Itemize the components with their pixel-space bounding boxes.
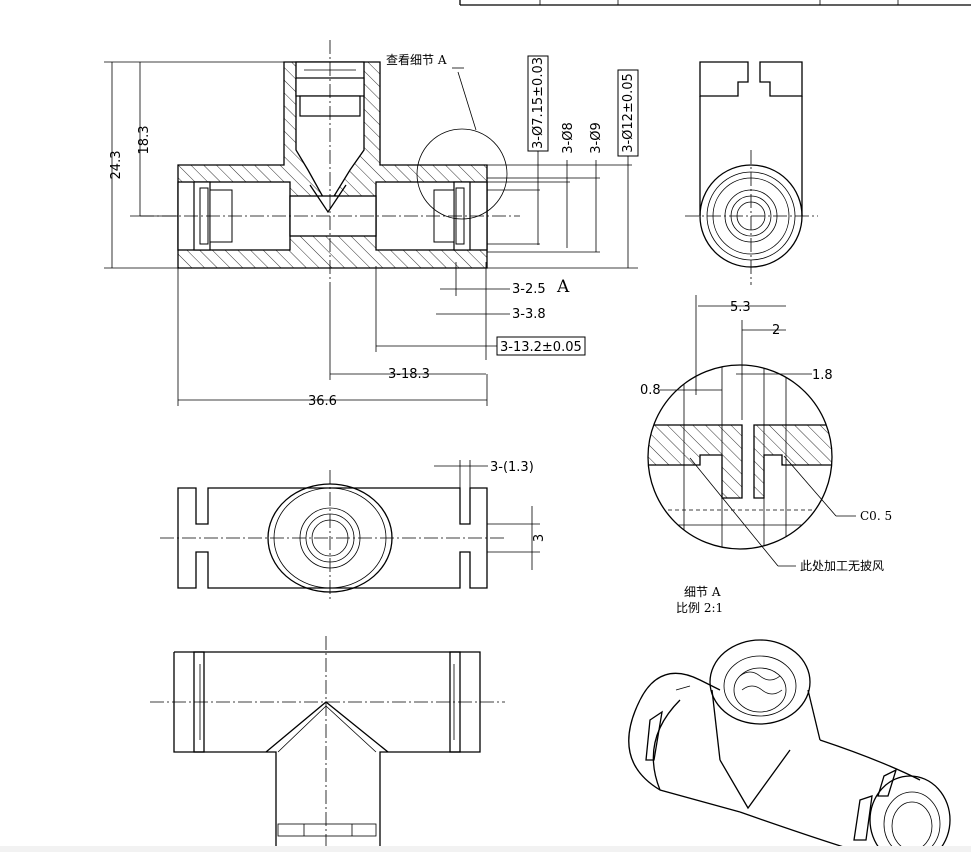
detail-a-circle [416, 128, 508, 220]
dim-18-3: 18.3 [137, 126, 152, 155]
detail-ref-label: 查看细节 A [386, 53, 447, 67]
detail-chamfer: C0. 5 [860, 509, 892, 523]
dim-36-6: 36.6 [308, 394, 337, 409]
side-view [685, 61, 818, 285]
dim-3-8: 3-3.8 [512, 307, 546, 322]
dim-dia-12: 3-Ø12±0.05 [621, 73, 636, 153]
dim-dia-7-15: 3-Ø7.15±0.03 [531, 57, 546, 149]
title-block-fragment [459, 0, 971, 6]
dim-2-5: 3-2.5 [512, 282, 546, 297]
detail-title: 细节 A [684, 585, 721, 599]
top-view: 3-(1.3) 3 [160, 460, 547, 600]
bottom-strip [0, 846, 971, 852]
detail-a-view: 5.3 2 0.8 1.8 C0. 5 此处加工无披风 细节 A 比例 2:1 [640, 295, 892, 615]
detail-dim-1-8: 1.8 [812, 368, 833, 383]
detail-dim-0-8: 0.8 [640, 383, 661, 398]
section-letter-a: A [556, 277, 570, 297]
dim-24-3: 24.3 [109, 151, 124, 180]
dim-1-3: 3-(1.3) [490, 460, 534, 475]
dim-13-2: 3-13.2±0.05 [500, 340, 582, 355]
dim-18-3-b: 3-18.3 [388, 367, 430, 382]
detail-dim-2: 2 [772, 323, 780, 338]
detail-scale: 比例 2:1 [676, 601, 723, 615]
dim-dia-9: 3-Ø9 [589, 122, 604, 153]
section-dims: 24.3 18.3 3-Ø7.15±0.03 3-Ø8 3-Ø9 3-Ø12±0… [104, 53, 639, 409]
dim-dia-8: 3-Ø8 [561, 122, 576, 153]
section-view [140, 40, 520, 290]
bottom-view [150, 636, 505, 852]
dim-3: 3 [532, 534, 547, 542]
detail-note: 此处加工无披风 [800, 559, 884, 573]
isometric-view [628, 639, 951, 852]
detail-dim-5-3: 5.3 [730, 300, 751, 315]
